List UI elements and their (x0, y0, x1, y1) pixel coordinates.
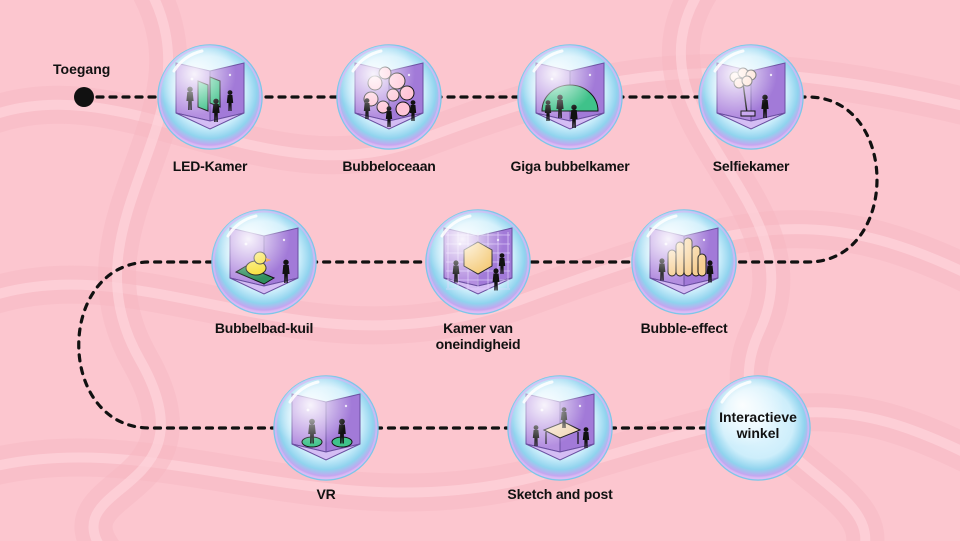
bubble-shine (288, 380, 320, 404)
room-label-selfiekamer[interactable]: Selfiekamer (712, 158, 790, 174)
bubble-highlight (212, 210, 316, 314)
bubble-shine (351, 49, 383, 73)
room-bubble-interactieve-winkel[interactable] (705, 375, 811, 481)
bubble-highlight (518, 45, 622, 149)
bubble-shine (440, 214, 472, 238)
room-label-interactieve-winkel[interactable]: Interactieve winkel (719, 409, 797, 441)
room-label-kamer-van-oneindigheid[interactable]: Kamer van oneindigheid (435, 320, 521, 352)
room-bubble-led-kamer[interactable] (157, 44, 263, 150)
start-label: Toegang (53, 61, 111, 77)
room-label-sketch-and-post[interactable]: Sketch and post (507, 486, 613, 502)
background-swirl-highlight (0, 224, 960, 331)
room-bubble-bubble-effect[interactable] (631, 209, 737, 315)
room-bubble-vr[interactable] (273, 375, 379, 481)
bubble-highlight (274, 376, 378, 480)
bubble-highlight (508, 376, 612, 480)
bubble-highlight (426, 210, 530, 314)
room-label-bubbeloceaan[interactable]: Bubbeloceaan (342, 158, 436, 174)
bubble-highlight (632, 210, 736, 314)
room-bubble-selfiekamer[interactable] (698, 44, 804, 150)
room-label-bubble-effect[interactable]: Bubble-effect (640, 320, 728, 336)
room-bubbles (157, 44, 811, 481)
room-label-bubbelbad-kuil[interactable]: Bubbelbad-kuil (214, 320, 314, 336)
room-bubble-kamer-van-oneindigheid[interactable] (425, 209, 531, 315)
room-label-vr[interactable]: VR (316, 486, 336, 502)
background-swirl-highlight (0, 407, 960, 498)
room-bubble-bubbeloceaan[interactable] (336, 44, 442, 150)
room-label-giga-bubbelkamer[interactable]: Giga bubbelkamer (510, 158, 630, 174)
bubble-shine (713, 49, 745, 73)
bubble-shine (522, 380, 554, 404)
room-bubble-giga-bubbelkamer[interactable] (517, 44, 623, 150)
bubble-shine (172, 49, 204, 73)
bubble-shine (646, 214, 678, 238)
bubble-shine (226, 214, 258, 238)
bubble-highlight (699, 45, 803, 149)
bubble-shine (532, 49, 564, 73)
start-dot (74, 87, 94, 107)
bubble-highlight (337, 45, 441, 149)
background-swirl-highlight (675, 0, 871, 541)
room-label-led-kamer[interactable]: LED-Kamer (172, 158, 248, 174)
room-bubble-sketch-and-post[interactable] (507, 375, 613, 481)
bubble-highlight (706, 376, 810, 480)
bubble-highlight (158, 45, 262, 149)
room-bubble-bubbelbad-kuil[interactable] (211, 209, 317, 315)
bubble-shine (720, 380, 752, 404)
